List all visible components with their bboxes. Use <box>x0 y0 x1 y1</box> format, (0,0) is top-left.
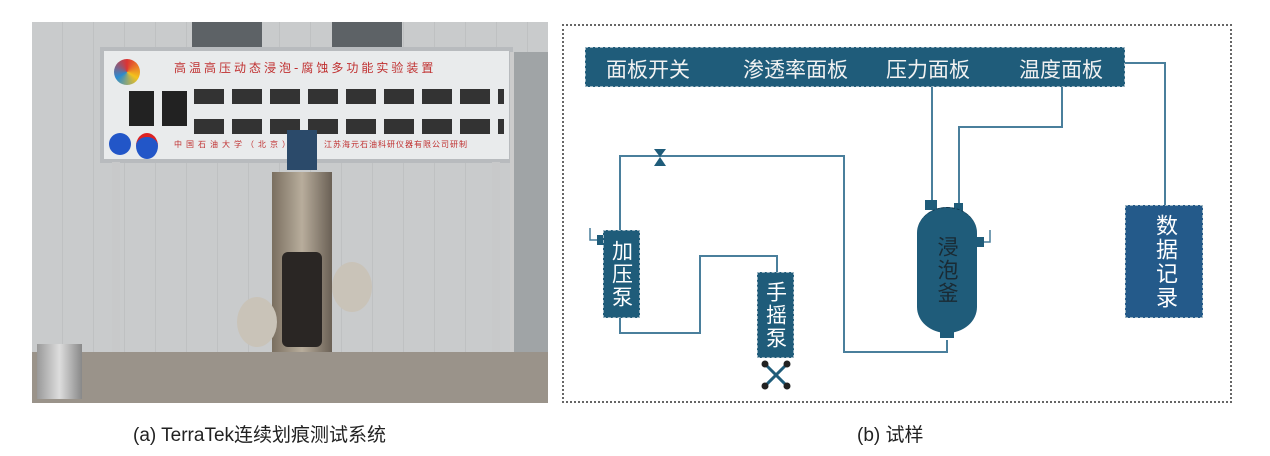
motor <box>287 130 317 170</box>
nozzle <box>925 200 937 210</box>
hand-crank-icon <box>763 362 789 388</box>
label-pressure-panel: 压力面板 <box>886 58 970 82</box>
controller <box>129 91 154 126</box>
cabinet-door <box>510 52 548 352</box>
logo-icon <box>114 59 140 85</box>
display-meters <box>194 89 504 149</box>
apparatus-photo: 高温高压动态浸泡-腐蚀多功能实验装置 中国石油大学（北京） 江苏海元石油科研仪器… <box>32 22 548 403</box>
table-base <box>32 352 548 403</box>
label-temperature-panel: 温度面板 <box>1019 58 1103 82</box>
red-button <box>136 133 158 159</box>
flange <box>237 297 277 347</box>
temperature-line <box>958 86 1063 203</box>
hand-pump-line <box>619 255 778 334</box>
data-recorder: 数据记录 <box>1125 205 1203 318</box>
vessel-body <box>282 252 322 347</box>
panel-title: 高温高压动态浸泡-腐蚀多功能实验装置 <box>174 61 437 75</box>
feed-line <box>619 155 948 353</box>
cylinder <box>37 344 82 399</box>
valve-icon <box>654 149 666 166</box>
pressure-pump: 加压泵 <box>603 230 640 318</box>
panel-footer-right: 江苏海元石油科研仪器有限公司研制 <box>324 140 468 149</box>
caption-b: (b) 试样 <box>857 425 924 446</box>
hand-pump: 手摇泵 <box>757 272 794 358</box>
caption-a: (a) TerraTek连续划痕测试系统 <box>133 425 387 446</box>
controller <box>162 91 187 126</box>
label-permeability-panel: 渗透率面板 <box>743 58 848 82</box>
immersion-vessel: 浸泡釜 <box>917 207 977 333</box>
frame-post <box>112 162 120 403</box>
top-panel-bar: 面板开关 渗透率面板 压力面板 温度面板 <box>585 47 1125 87</box>
frame-post <box>492 162 500 403</box>
schematic-diagram <box>562 24 1232 403</box>
green-button <box>109 133 131 155</box>
flange <box>332 262 372 312</box>
data-line <box>1125 62 1166 205</box>
panel-footer-left: 中国石油大学（北京） <box>174 140 294 149</box>
nozzle <box>954 203 963 211</box>
label-panel-switch: 面板开关 <box>606 58 690 82</box>
